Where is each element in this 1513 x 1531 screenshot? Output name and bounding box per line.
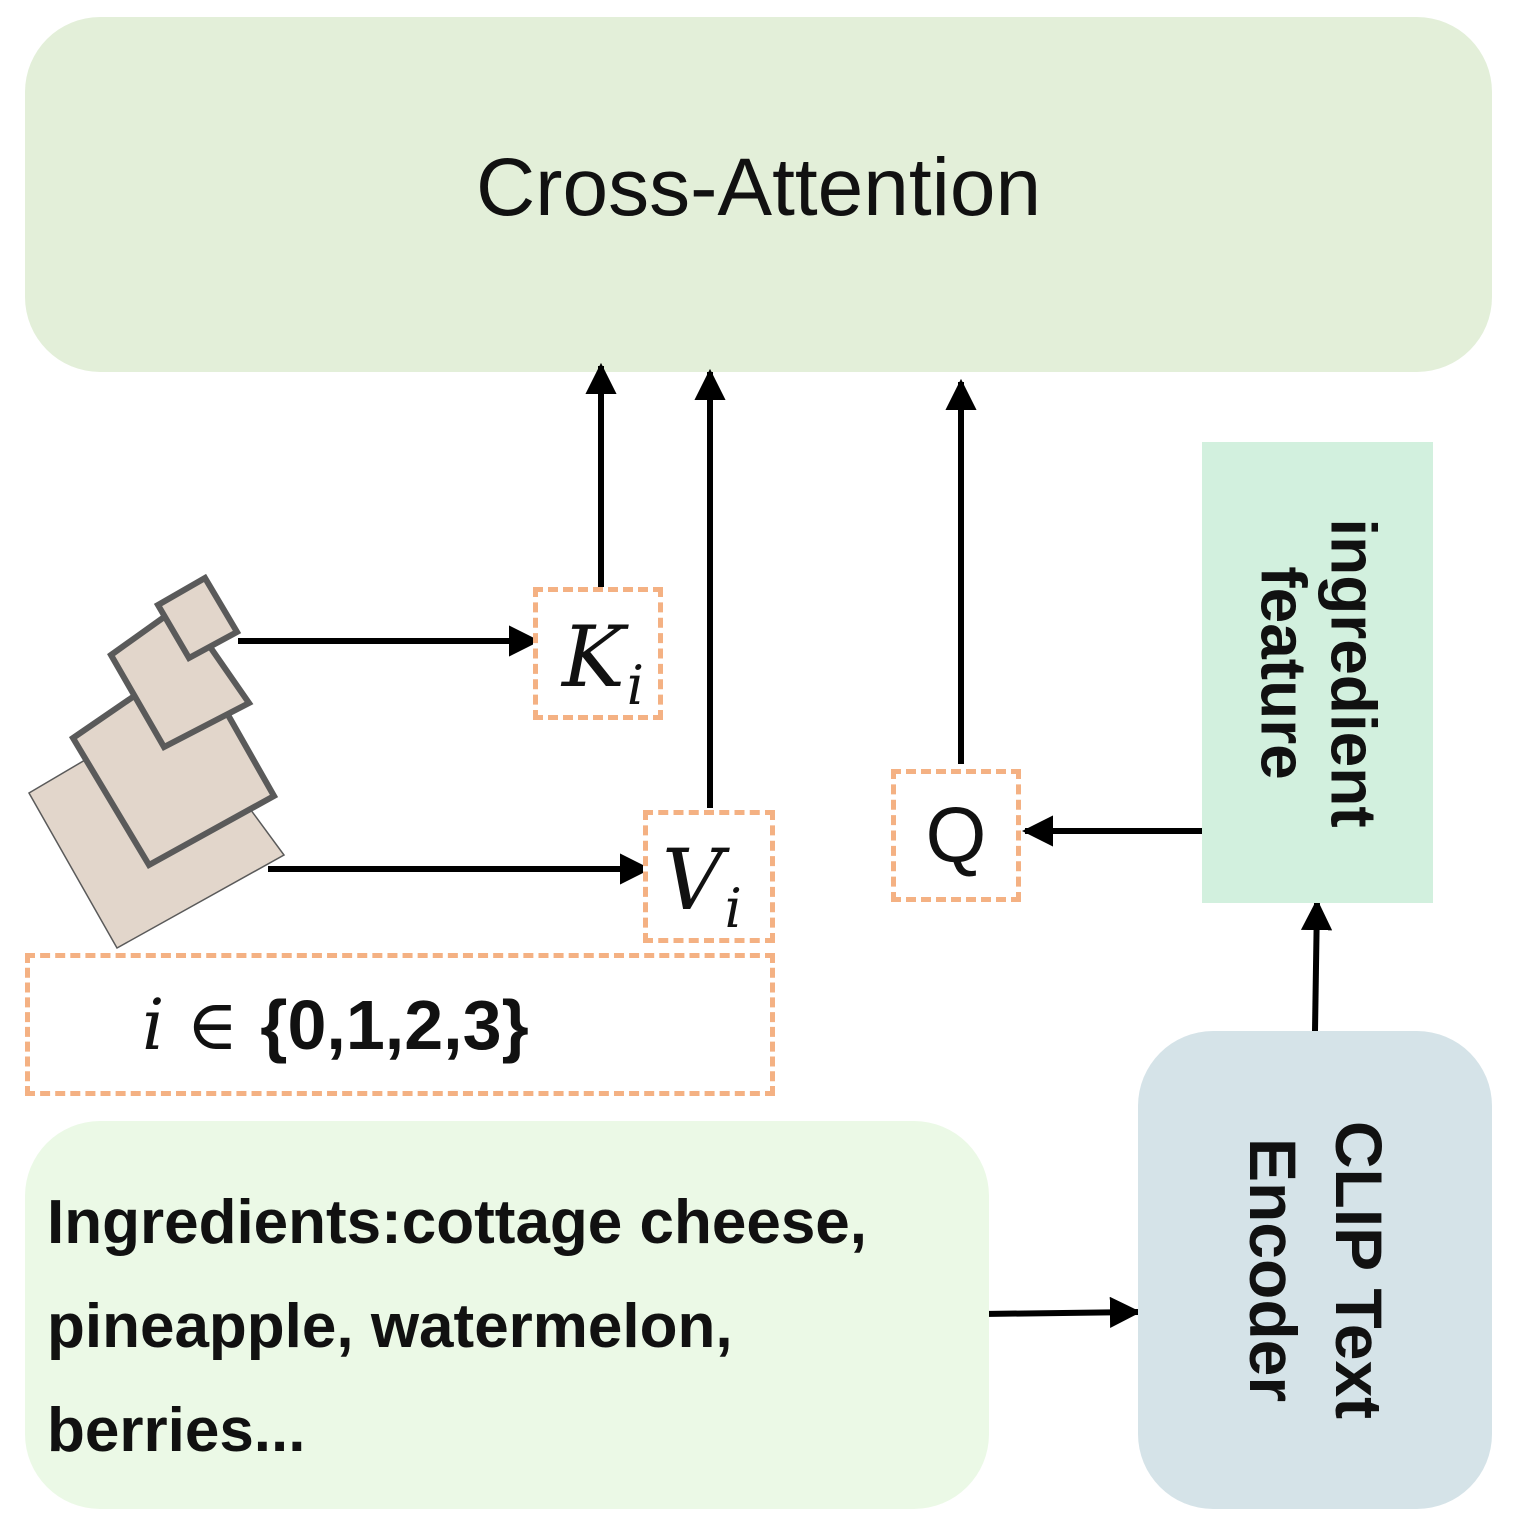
clip-text-encoder-label: CLIP Text Encoder <box>1229 1121 1401 1419</box>
cross-attention-block: Cross-Attention <box>25 17 1492 372</box>
ingredient-feature-line1: ingredient <box>1316 517 1389 828</box>
ingredients-text-block: Ingredients:cottage cheese, pineapple, w… <box>25 1121 989 1509</box>
value-symbol: V <box>662 831 723 929</box>
index-relation: ∈ <box>186 983 239 1066</box>
arrow-ingredients-to-encoder <box>982 1296 1142 1328</box>
index-set-box: i ∈ {0,1,2,3} <box>25 953 775 1096</box>
index-values: {0,1,2,3} <box>260 985 529 1064</box>
ingredient-feature-label: ingredient feature <box>1246 517 1389 828</box>
ingredients-line1: Ingredients:cottage cheese, <box>47 1188 868 1257</box>
value-label: Vi <box>662 831 742 940</box>
index-set-label: i ∈ {0,1,2,3} <box>30 984 529 1066</box>
index-variable: i <box>142 983 165 1066</box>
ingredients-text: Ingredients:cottage cheese, pineapple, w… <box>47 1171 987 1483</box>
value-box: Vi <box>643 810 775 943</box>
key-subscript: i <box>626 654 645 717</box>
ingredients-line3: berries... <box>47 1396 306 1465</box>
ingredients-line2: pineapple, watermelon, <box>47 1292 733 1361</box>
clip-encoder-line2: Encoder <box>1236 1137 1310 1403</box>
ingredient-feature-block: ingredient feature <box>1202 442 1433 903</box>
query-label: Q <box>925 791 987 879</box>
arrow-encoder-to-feature <box>1300 898 1333 1032</box>
cross-attention-label: Cross-Attention <box>475 141 1042 233</box>
key-label: Ki <box>562 608 644 717</box>
key-symbol: K <box>562 608 625 706</box>
clip-encoder-line1: CLIP Text <box>1321 1120 1396 1420</box>
ingredient-feature-line2: feature <box>1246 565 1319 780</box>
feature-map-0 <box>153 573 242 663</box>
query-box: Q <box>891 769 1021 902</box>
key-box: Ki <box>533 587 663 720</box>
value-subscript: i <box>724 877 742 940</box>
feature-map-stack <box>27 573 286 950</box>
clip-text-encoder-block: CLIP Text Encoder <box>1138 1031 1492 1509</box>
feature-map-1 <box>107 600 254 751</box>
